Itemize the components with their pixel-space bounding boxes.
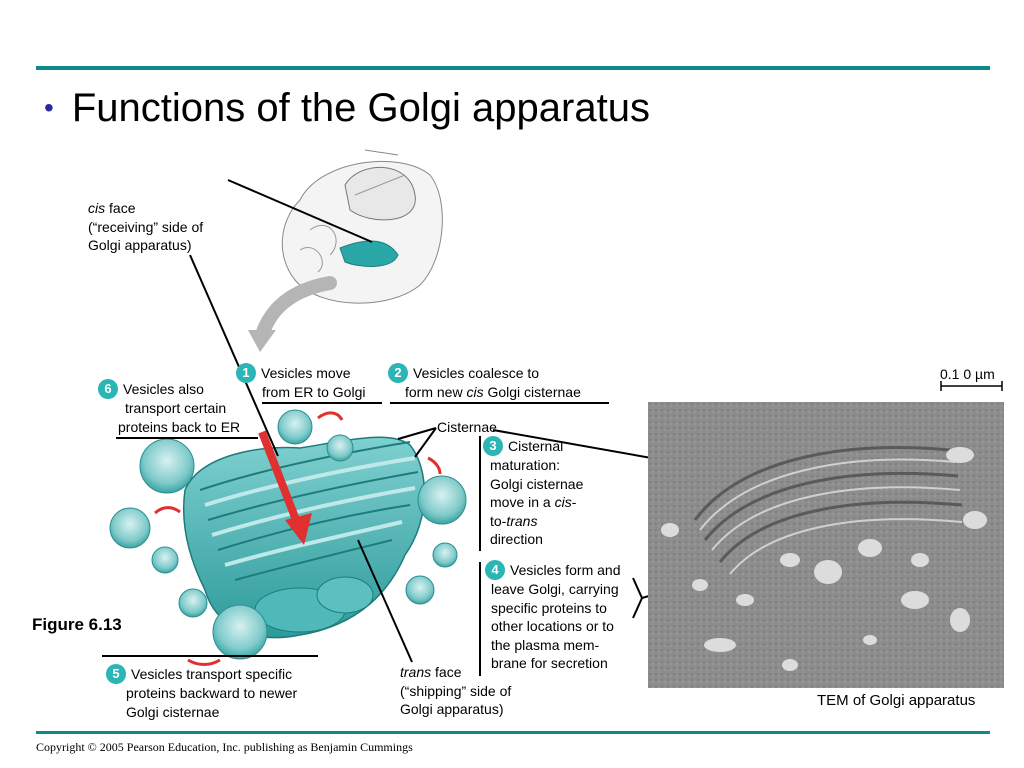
trans-face-rest: face [431,664,462,680]
step-1-line1: Vesicles move [261,365,351,381]
direction-arrow [258,430,302,527]
step-3-line4-pre: move in a [490,494,555,510]
cisternae-label: Cisternae [437,419,497,435]
step-6-line2: transport certain [125,400,227,416]
step-2-label: 2 Vesicles coalesce to form new cis Golgi… [388,363,581,402]
step-3-line5-italic: trans [506,512,538,529]
step-3-label: 3 Cisternal maturation: Golgi cisternae m… [483,436,583,549]
step-1-badge: 1 [236,363,256,383]
step-4-line1: Vesicles form and [510,562,621,578]
step-4-line3: specific proteins to [491,599,607,616]
step-1-line2: from ER to Golgi [262,384,366,400]
step-3-line4-post: - [571,494,577,510]
step-6-label: 6 Vesicles also transport certain protein… [98,379,240,436]
tem-caption: TEM of Golgi apparatus [817,692,976,709]
figure-label: Figure 6.13 [32,615,122,634]
step-3-line1: Cisternal [508,438,564,454]
step-3-line4-italic: cis [554,494,572,510]
step-5-label: 5 Vesicles transport specific proteins ba… [106,664,297,721]
copyright-text: Copyright © 2005 Pearson Education, Inc.… [36,740,413,754]
step-2-badge: 2 [388,363,408,383]
step-6-line1: Vesicles also [123,381,204,397]
leader-lines [102,179,723,676]
trans-face-label: trans face (“shipping” side of Golgi app… [400,663,511,719]
scale-bar [940,381,1003,391]
step-5-line3: Golgi cisternae [126,703,220,720]
cis-face-rest: face [105,200,136,216]
step-3-line3: Golgi cisternae [490,475,584,492]
cis-face-line3: Golgi apparatus) [88,237,192,253]
step-3-line2: maturation: [490,457,561,473]
zoom-arrow [255,276,337,342]
step-4-line5: the plasma mem- [491,636,600,653]
step-2-line2-italic: cis [466,384,484,400]
transport-arrows [154,411,442,666]
cis-face-italic: cis [88,200,106,216]
cis-face-label: cis face (“receiving” side of Golgi appa… [88,199,203,255]
step-4-line2: leave Golgi, carrying [491,581,619,597]
scale-bar-label: 0.1 0 µm [940,366,995,382]
step-6-badge: 6 [98,379,118,399]
bottom-rule [36,731,990,734]
cis-face-line2: (“receiving” side of [88,218,204,235]
step-5-badge: 5 [106,664,126,684]
step-3-line5-pre: to- [490,512,507,529]
bullet-icon: • [44,92,54,123]
step-1-label: 1 Vesicles move from ER to Golgi [236,363,365,402]
step-5-line1: Vesicles transport specific [131,666,293,682]
step-5-line2: proteins backward to newer [126,685,298,701]
step-3-line6: direction [490,531,543,547]
trans-face-line3: Golgi apparatus) [400,701,504,717]
trans-face-line2: (“shipping” side of [400,682,512,699]
step-2-line1: Vesicles coalesce to [413,365,540,381]
step-4-badge: 4 [485,560,505,580]
step-4-label: 4 Vesicles form and leave Golgi, carrying… [485,560,621,673]
tem-micrograph [648,402,1004,688]
step-2-line2-pre: form new [405,384,467,400]
trans-face-italic: trans [400,664,432,680]
slide-title: • Functions of the Golgi apparatus [44,84,650,132]
vesicles [109,409,467,660]
step-2-line2-post: Golgi cisternae [483,384,581,400]
cell-sketch [281,149,443,304]
step-4-line4: other locations or to [491,618,614,634]
step-6-line3: proteins back to ER [118,418,241,435]
top-rule [36,66,990,70]
step-3-badge: 3 [483,436,503,456]
step-4-line6: brane for secretion [491,655,608,671]
title-text: Functions of the Golgi apparatus [71,86,650,130]
